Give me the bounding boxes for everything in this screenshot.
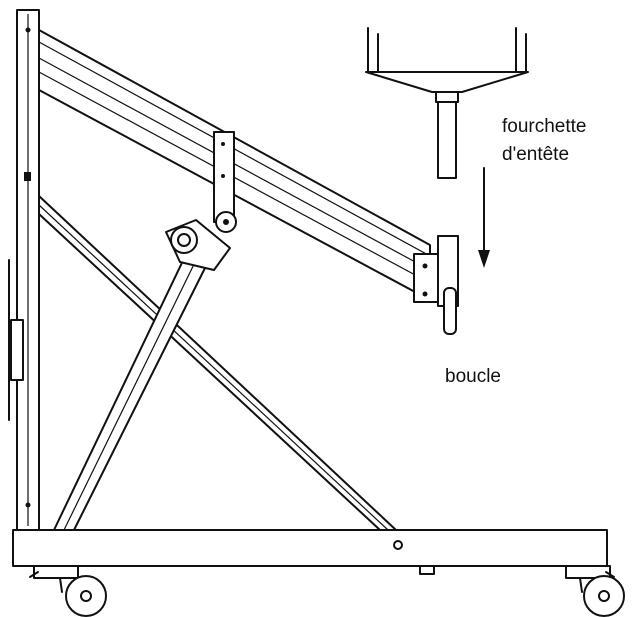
hydraulic-ram [53, 131, 237, 531]
boom-end-bracket [413, 235, 459, 335]
fork-label-line2: d'entête [502, 144, 570, 165]
left-caster-wheel [29, 565, 107, 617]
head-fork [365, 27, 529, 179]
vertical-mast [8, 9, 40, 531]
loop-label: boucle [445, 366, 501, 387]
base-frame [12, 529, 608, 575]
insert-arrow [478, 167, 490, 268]
right-caster-wheel [565, 565, 625, 617]
fork-label-line1: fourchette [502, 116, 587, 137]
